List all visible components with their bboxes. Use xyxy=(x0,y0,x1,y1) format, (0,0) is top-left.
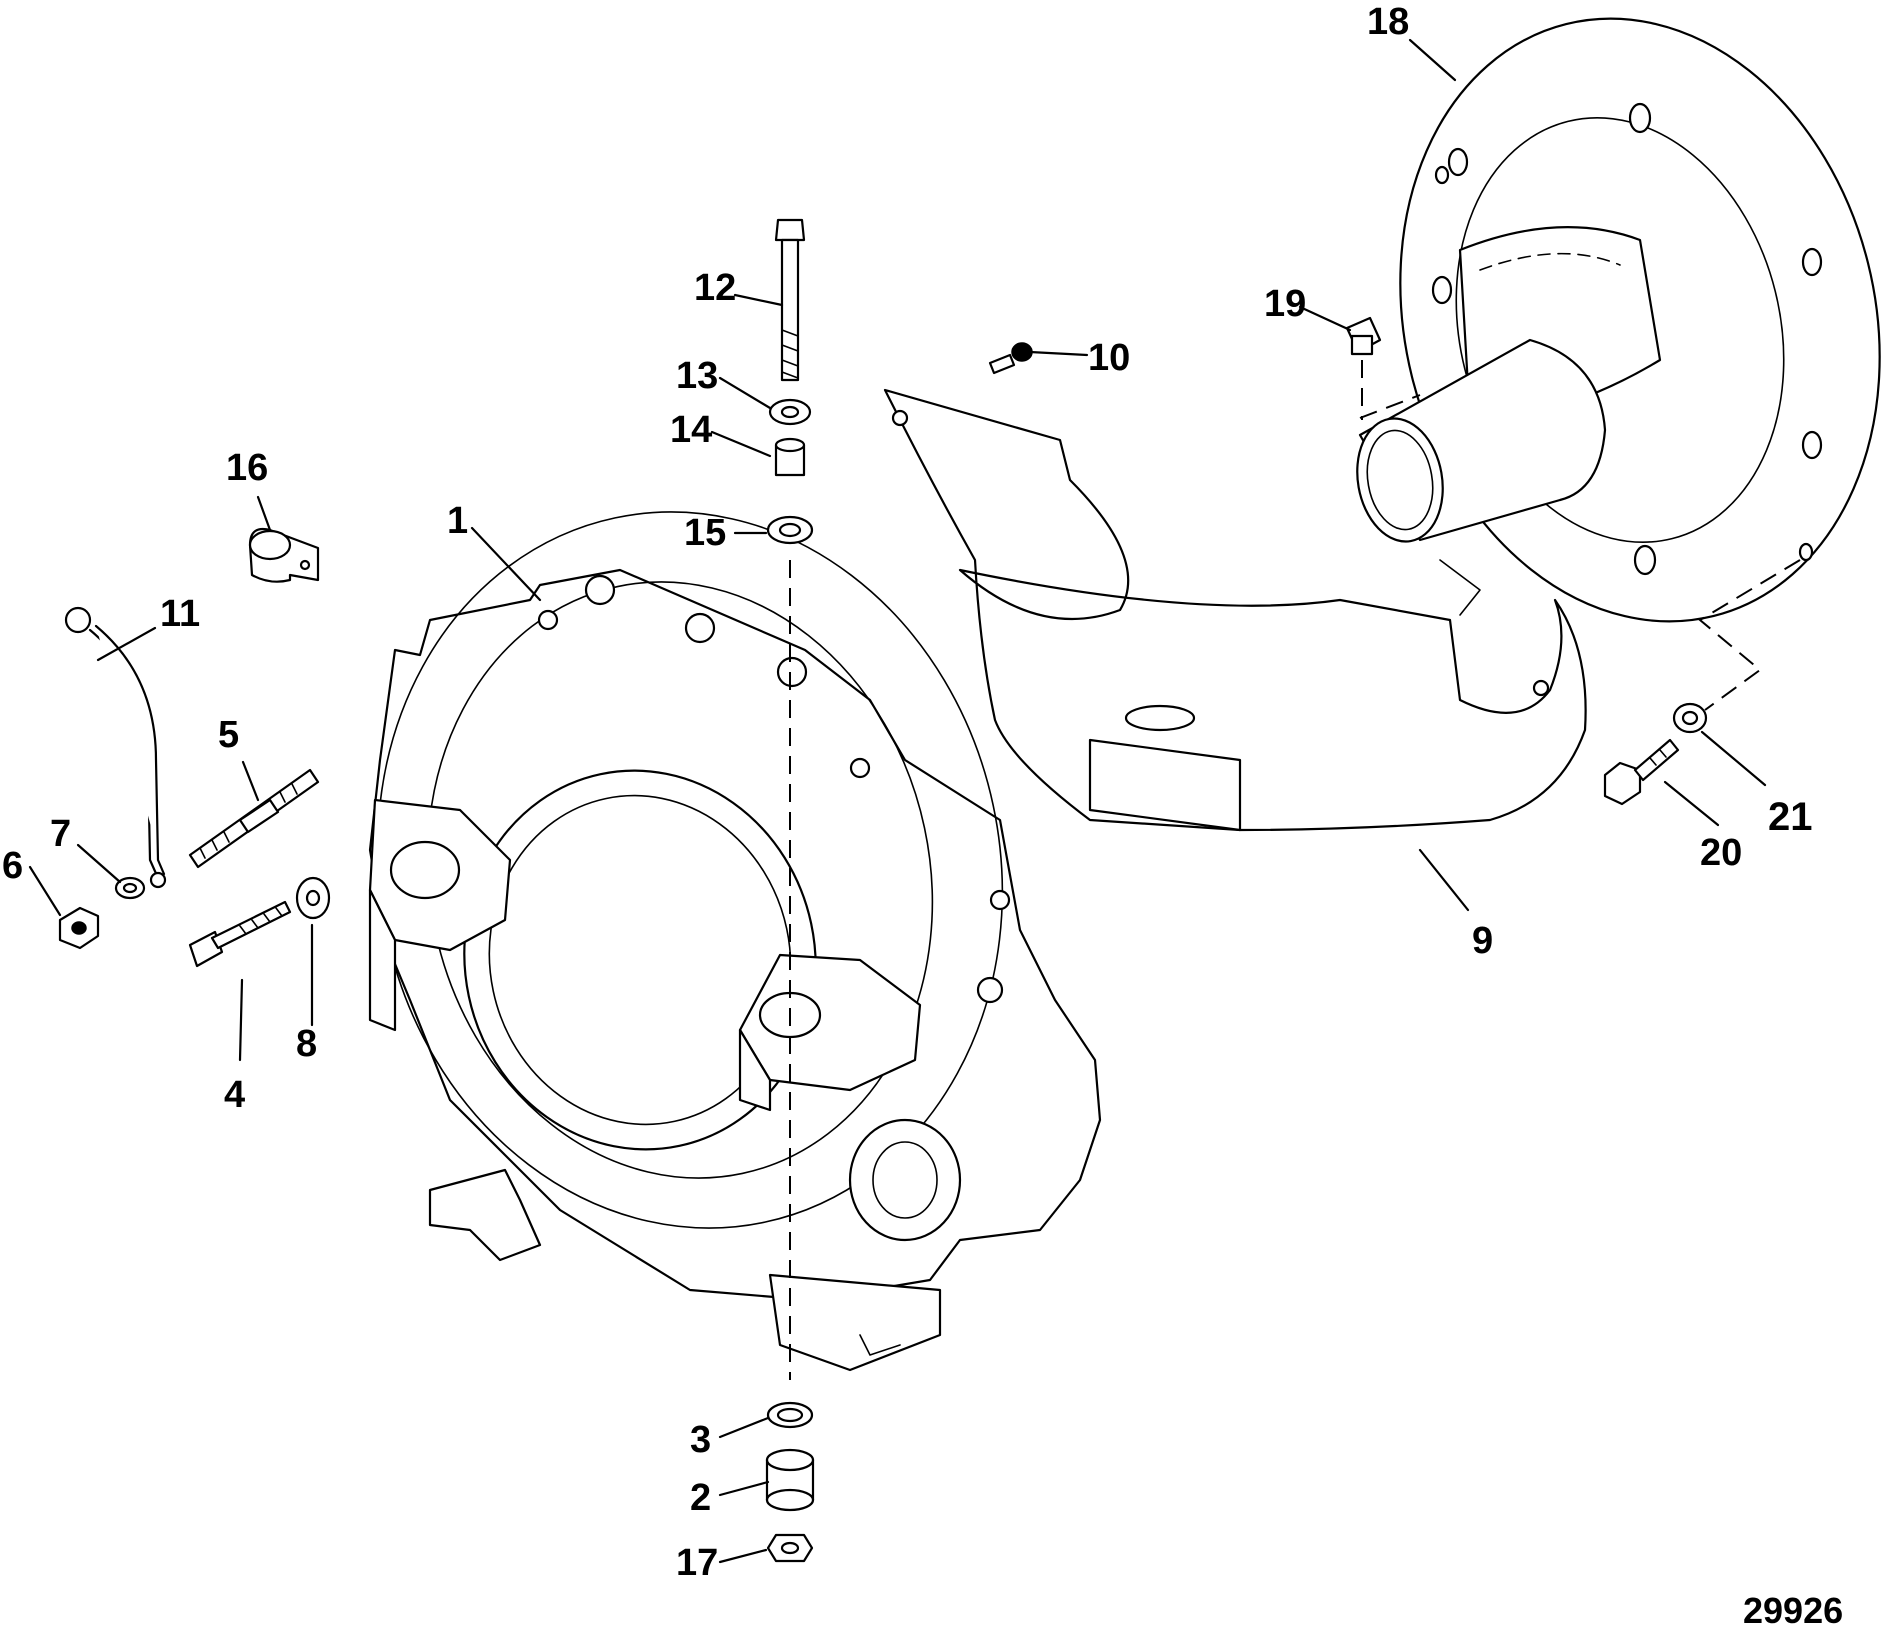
part-2-bushing xyxy=(765,1448,815,1512)
callout-14: 14 xyxy=(670,409,712,451)
callout-8: 8 xyxy=(296,1023,317,1065)
callout-21: 21 xyxy=(1768,795,1813,839)
part-7-lock-washer xyxy=(114,876,146,900)
part-14-spacer xyxy=(774,437,806,477)
alignment-line-18-21 xyxy=(1698,559,1801,711)
callout-labels: 1 2 3 4 5 6 7 8 9 10 11 12 13 14 15 16 1… xyxy=(2,1,1843,1630)
part-3-washer xyxy=(766,1401,814,1429)
callout-11: 11 xyxy=(160,593,200,635)
callout-7: 7 xyxy=(50,813,71,855)
callout-15: 15 xyxy=(684,512,726,554)
part-9-flywheel-cover xyxy=(883,388,1587,832)
callout-18: 18 xyxy=(1367,1,1409,43)
part-4-bolt xyxy=(188,900,292,968)
callout-1: 1 xyxy=(447,500,468,542)
callout-13: 13 xyxy=(676,355,718,397)
part-12-bolt xyxy=(774,218,806,382)
callout-6: 6 xyxy=(2,845,23,887)
part-11-ground-strap xyxy=(64,606,167,889)
callout-12: 12 xyxy=(694,267,736,309)
part-17-nut xyxy=(766,1533,814,1563)
callout-5: 5 xyxy=(218,714,239,756)
callout-20: 20 xyxy=(1700,832,1742,874)
callout-3: 3 xyxy=(690,1419,711,1461)
part-1-bell-housing xyxy=(368,511,1102,1372)
part-8-washer xyxy=(295,876,331,920)
callout-19: 19 xyxy=(1264,283,1306,325)
part-15-washer xyxy=(766,515,814,545)
part-21-washer xyxy=(1672,702,1708,734)
part-13-washer xyxy=(768,398,812,426)
part-10-screw xyxy=(988,342,1033,375)
part-5-stud xyxy=(188,768,320,869)
callout-9: 9 xyxy=(1472,920,1493,962)
leader-lines xyxy=(28,38,1767,1564)
part-20-bolt xyxy=(1603,738,1680,806)
figure-number: 29926 xyxy=(1743,1590,1843,1630)
part-18-coupler-flange xyxy=(1356,17,1881,623)
callout-4: 4 xyxy=(224,1074,245,1116)
part-19-grease-fitting xyxy=(1345,316,1421,420)
callout-16: 16 xyxy=(226,447,268,489)
callout-17: 17 xyxy=(676,1542,718,1584)
callout-2: 2 xyxy=(690,1477,711,1519)
callout-10: 10 xyxy=(1088,337,1130,379)
part-6-nut xyxy=(58,906,100,950)
part-16-clamp xyxy=(248,527,320,583)
